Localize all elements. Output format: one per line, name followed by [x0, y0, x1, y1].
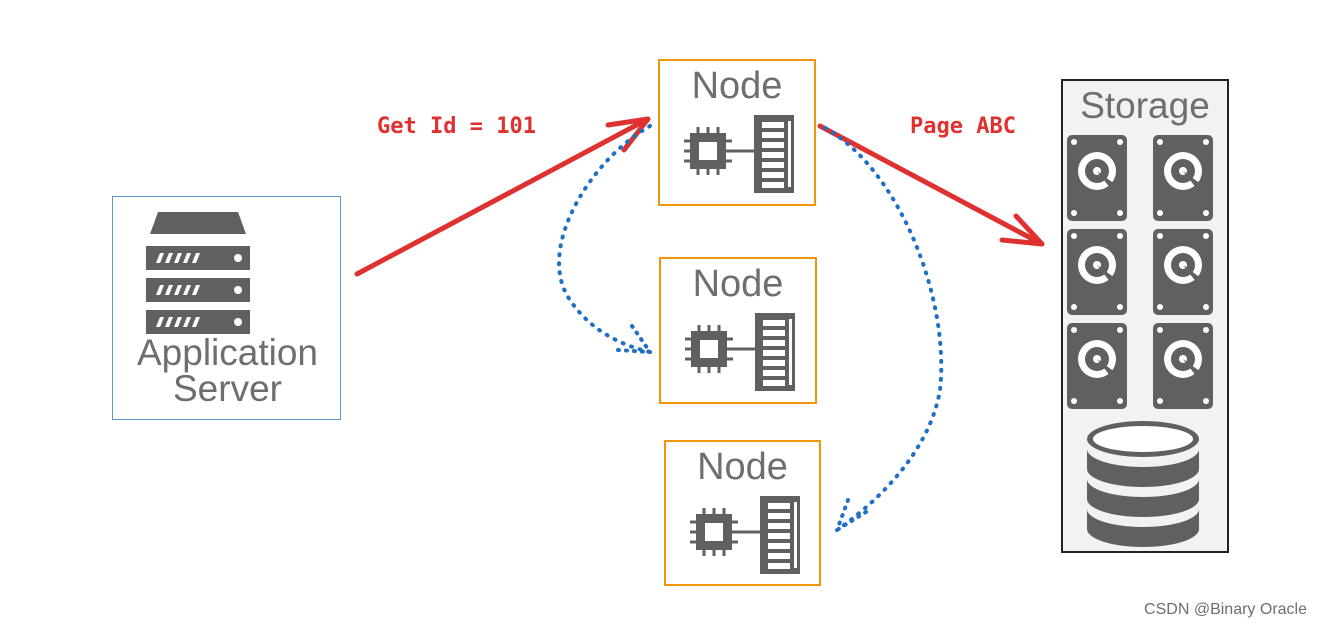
hard-disk-icon — [1067, 135, 1127, 221]
application-server-box: Application Server — [112, 196, 341, 420]
storage-devices — [1067, 135, 1213, 547]
request-arrow-label: Get Id = 101 — [377, 114, 536, 139]
cpu-memory-icon — [690, 496, 800, 574]
storage-box: Storage — [1061, 79, 1229, 553]
forward-arrow-node-2 — [557, 124, 652, 354]
server-rack-icon — [146, 212, 250, 334]
watermark-text: CSDN @Binary Oracle — [1144, 601, 1307, 618]
hard-disk-icon — [1153, 229, 1213, 315]
storage-arrow-label: Page ABC — [910, 114, 1016, 139]
application-server-label: Application Server — [136, 332, 318, 409]
forward-arrow-node-3 — [823, 126, 944, 532]
cpu-memory-icon — [685, 313, 795, 391]
node-box-3: Node — [664, 440, 821, 586]
database-icon — [1087, 421, 1199, 547]
node-title: Node — [692, 263, 784, 305]
node-title: Node — [697, 446, 788, 488]
storage-arrowhead — [999, 213, 1045, 247]
storage-arrow — [817, 123, 1043, 246]
forward-arrowhead-node-2 — [616, 324, 652, 354]
forward-arrowhead-node-3 — [835, 498, 868, 532]
storage-title: Storage — [1080, 85, 1210, 126]
hard-disk-icon — [1067, 323, 1127, 409]
hard-disk-icon — [1153, 323, 1213, 409]
node-box-2: Node — [659, 257, 817, 404]
hard-disk-icon — [1067, 229, 1127, 315]
node-title: Node — [691, 65, 783, 107]
request-arrow — [354, 117, 649, 277]
cpu-memory-icon — [684, 115, 794, 193]
request-arrowhead — [605, 116, 651, 153]
node-box-1: Node — [658, 59, 816, 206]
hard-disk-icon — [1153, 135, 1213, 221]
